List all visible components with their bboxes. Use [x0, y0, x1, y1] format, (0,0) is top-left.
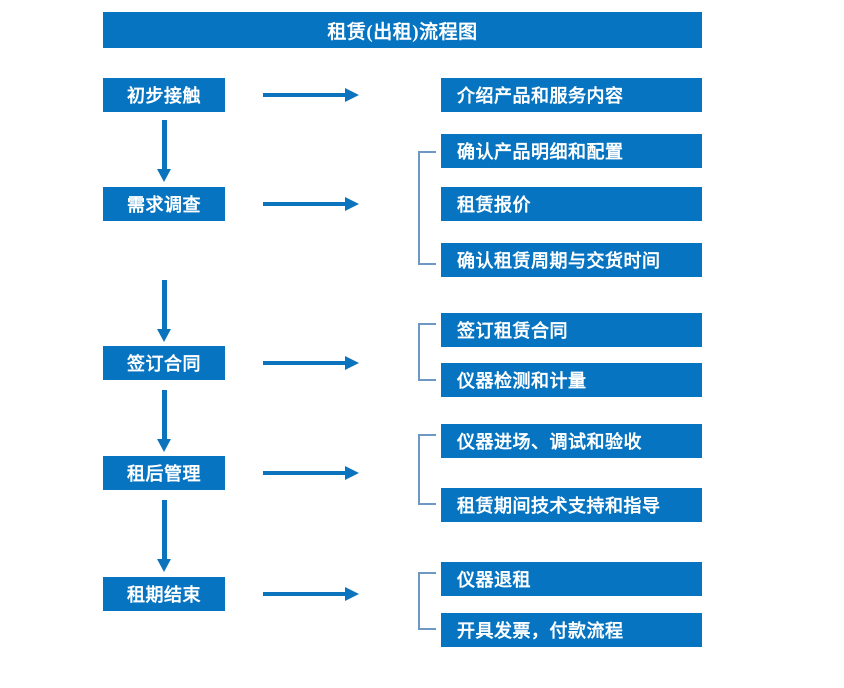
arrow-shaft: [162, 500, 167, 560]
arrow-shaft: [162, 280, 167, 330]
stage-box-5[interactable]: 租期结束: [103, 577, 225, 611]
arrow-shaft: [263, 592, 346, 596]
detail-box-1[interactable]: 介绍产品和服务内容: [441, 78, 702, 112]
horizontal-arrow-5: [263, 587, 359, 601]
detail-box-2[interactable]: 确认产品明细和配置: [441, 134, 702, 168]
arrow-head: [345, 88, 359, 102]
group-bracket-1: [418, 151, 436, 265]
horizontal-arrow-2: [263, 197, 359, 211]
arrow-shaft: [263, 361, 346, 365]
arrow-shaft: [162, 390, 167, 440]
vertical-arrow-2: [157, 280, 171, 342]
detail-box-4[interactable]: 确认租赁周期与交货时间: [441, 243, 702, 277]
stage-box-3[interactable]: 签订合同: [103, 346, 225, 380]
page-title: 租赁(出租)流程图: [103, 12, 702, 48]
vertical-arrow-1: [157, 120, 171, 182]
arrow-head: [157, 169, 171, 182]
group-bracket-4: [418, 572, 436, 630]
detail-box-10[interactable]: 开具发票，付款流程: [441, 613, 702, 647]
arrow-head: [345, 466, 359, 480]
detail-box-5[interactable]: 签订租赁合同: [441, 313, 702, 347]
arrow-head: [345, 197, 359, 211]
detail-box-8[interactable]: 租赁期间技术支持和指导: [441, 488, 702, 522]
horizontal-arrow-4: [263, 466, 359, 480]
horizontal-arrow-1: [263, 88, 359, 102]
arrow-shaft: [263, 93, 346, 97]
arrow-shaft: [263, 471, 346, 475]
vertical-arrow-3: [157, 390, 171, 452]
vertical-arrow-4: [157, 500, 171, 572]
arrow-head: [345, 356, 359, 370]
detail-box-3[interactable]: 租赁报价: [441, 187, 702, 221]
arrow-shaft: [263, 202, 346, 206]
detail-box-7[interactable]: 仪器进场、调试和验收: [441, 424, 702, 458]
detail-box-9[interactable]: 仪器退租: [441, 562, 702, 596]
arrow-head: [157, 559, 171, 572]
stage-box-4[interactable]: 租后管理: [103, 456, 225, 490]
arrow-head: [157, 329, 171, 342]
detail-box-6[interactable]: 仪器检测和计量: [441, 363, 702, 397]
stage-box-1[interactable]: 初步接触: [103, 78, 225, 112]
arrow-shaft: [162, 120, 167, 170]
arrow-head: [345, 587, 359, 601]
horizontal-arrow-3: [263, 356, 359, 370]
stage-box-2[interactable]: 需求调查: [103, 187, 225, 221]
group-bracket-2: [418, 323, 436, 381]
group-bracket-3: [418, 434, 436, 505]
arrow-head: [157, 439, 171, 452]
